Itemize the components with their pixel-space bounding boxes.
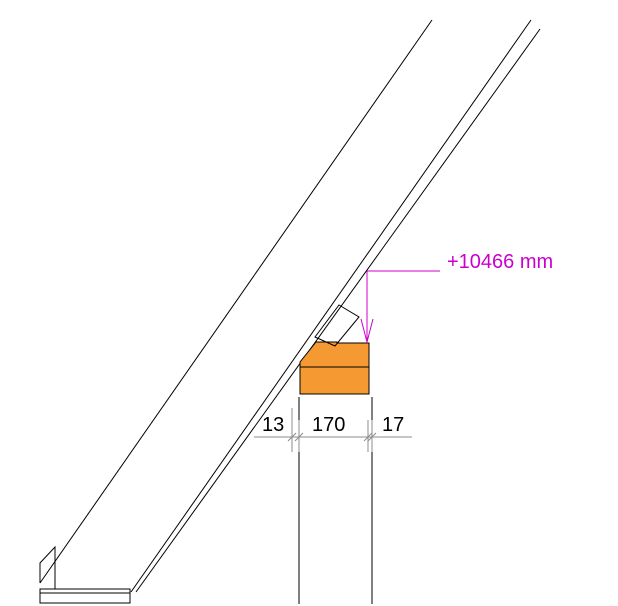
- rafter-lower-edge-inner: [135, 28, 541, 593]
- rafter-lower-edge-outer: [130, 19, 532, 593]
- eaves-detail: [39, 545, 131, 604]
- dimension-tick-4: [367, 432, 377, 442]
- eaves-fascia: [39, 545, 56, 589]
- wall-plate: [299, 341, 370, 395]
- elevation-label: +10466 mm: [447, 251, 553, 273]
- dimension-tick-2: [294, 432, 304, 442]
- dimension-left-label: 13: [262, 414, 284, 436]
- rafter-wedge: [314, 304, 360, 347]
- dimension-tick-3: [363, 432, 373, 442]
- wall-plate-upper: [299, 341, 370, 368]
- dimension-right-label: 17: [382, 414, 404, 436]
- dimension-chain: 13 170 17: [254, 408, 412, 452]
- roof-rafter: [39, 19, 541, 593]
- wall-plate-lower: [299, 366, 370, 395]
- eaves-plate: [39, 588, 131, 604]
- dimension-tick-1: [287, 432, 297, 442]
- wedge-block: [314, 304, 360, 347]
- dimension-middle-label: 170: [312, 414, 345, 436]
- elevation-marker: +10466 mm: [360, 251, 553, 344]
- elevation-arrow: [360, 318, 374, 344]
- rafter-upper-edge: [39, 19, 433, 584]
